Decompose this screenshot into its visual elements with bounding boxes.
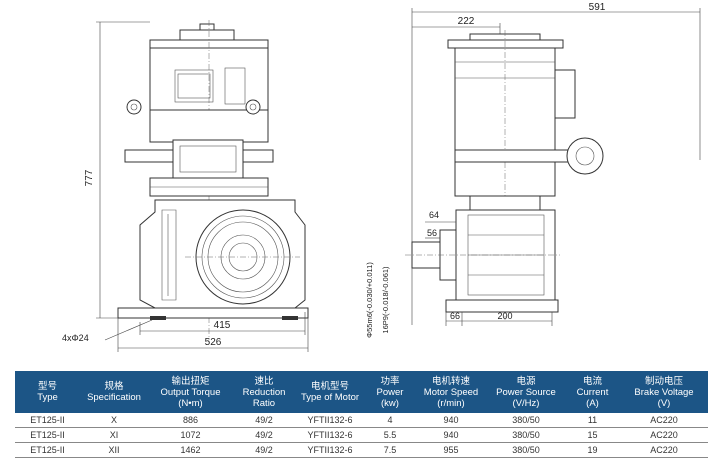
table-row: ET125-II XI 1072 49/2 YFTII132-6 5.5 940… <box>15 427 708 443</box>
cell-power-source: 380/50 <box>487 442 565 458</box>
dim-66: 66 <box>450 311 460 321</box>
dim-200: 200 <box>497 311 512 321</box>
dim-holes: 4xΦ24 <box>62 333 89 343</box>
cell-specification: X <box>80 413 148 428</box>
dim-64: 64 <box>429 210 439 220</box>
cell-motor-type: YFTII132-6 <box>295 413 365 428</box>
cell-output-torque: 1072 <box>148 427 233 443</box>
cell-brake-voltage: AC220 <box>620 427 708 443</box>
cell-type: ET125-II <box>15 427 80 443</box>
side-view: 591 222 64 56 <box>365 2 701 338</box>
cell-current: 11 <box>565 413 620 428</box>
dim-591: 591 <box>589 2 606 13</box>
dim-777: 777 <box>84 169 95 186</box>
cell-brake-voltage: AC220 <box>620 442 708 458</box>
cell-motor-speed: 955 <box>415 442 487 458</box>
table-row: ET125-II X 886 49/2 YFTII132-6 4 940 380… <box>15 413 708 428</box>
cell-power: 5.5 <box>365 427 415 443</box>
technical-drawing: 777 415 526 4xΦ24 591 222 <box>62 2 701 352</box>
cell-reduction-ratio: 49/2 <box>233 413 295 428</box>
front-view: 777 415 526 4xΦ24 <box>62 20 309 352</box>
cell-motor-type: YFTII132-6 <box>295 442 365 458</box>
dim-415: 415 <box>214 320 231 331</box>
cell-power-source: 380/50 <box>487 427 565 443</box>
cell-power: 7.5 <box>365 442 415 458</box>
cell-current: 15 <box>565 427 620 443</box>
cell-brake-voltage: AC220 <box>620 413 708 428</box>
cell-power-source: 380/50 <box>487 413 565 428</box>
cell-output-torque: 886 <box>148 413 233 428</box>
cell-type: ET125-II <box>15 442 80 458</box>
cell-type: ET125-II <box>15 413 80 428</box>
cell-output-torque: 1462 <box>148 442 233 458</box>
cell-specification: XI <box>80 427 148 443</box>
dim-shaft: Φ55m6(-0.030/+0.011) <box>365 262 374 338</box>
cell-specification: XII <box>80 442 148 458</box>
cell-current: 19 <box>565 442 620 458</box>
cell-reduction-ratio: 49/2 <box>233 442 295 458</box>
cell-reduction-ratio: 49/2 <box>233 427 295 443</box>
cell-power: 4 <box>365 413 415 428</box>
table-row: ET125-II XII 1462 49/2 YFTII132-6 7.5 95… <box>15 442 708 458</box>
cell-motor-speed: 940 <box>415 427 487 443</box>
dim-key: 16P9(-0.018/-0.061) <box>381 266 390 334</box>
dim-526: 526 <box>205 337 222 348</box>
cell-motor-type: YFTII132-6 <box>295 427 365 443</box>
cell-motor-speed: 940 <box>415 413 487 428</box>
dim-56: 56 <box>427 228 437 238</box>
dim-222: 222 <box>458 16 475 27</box>
